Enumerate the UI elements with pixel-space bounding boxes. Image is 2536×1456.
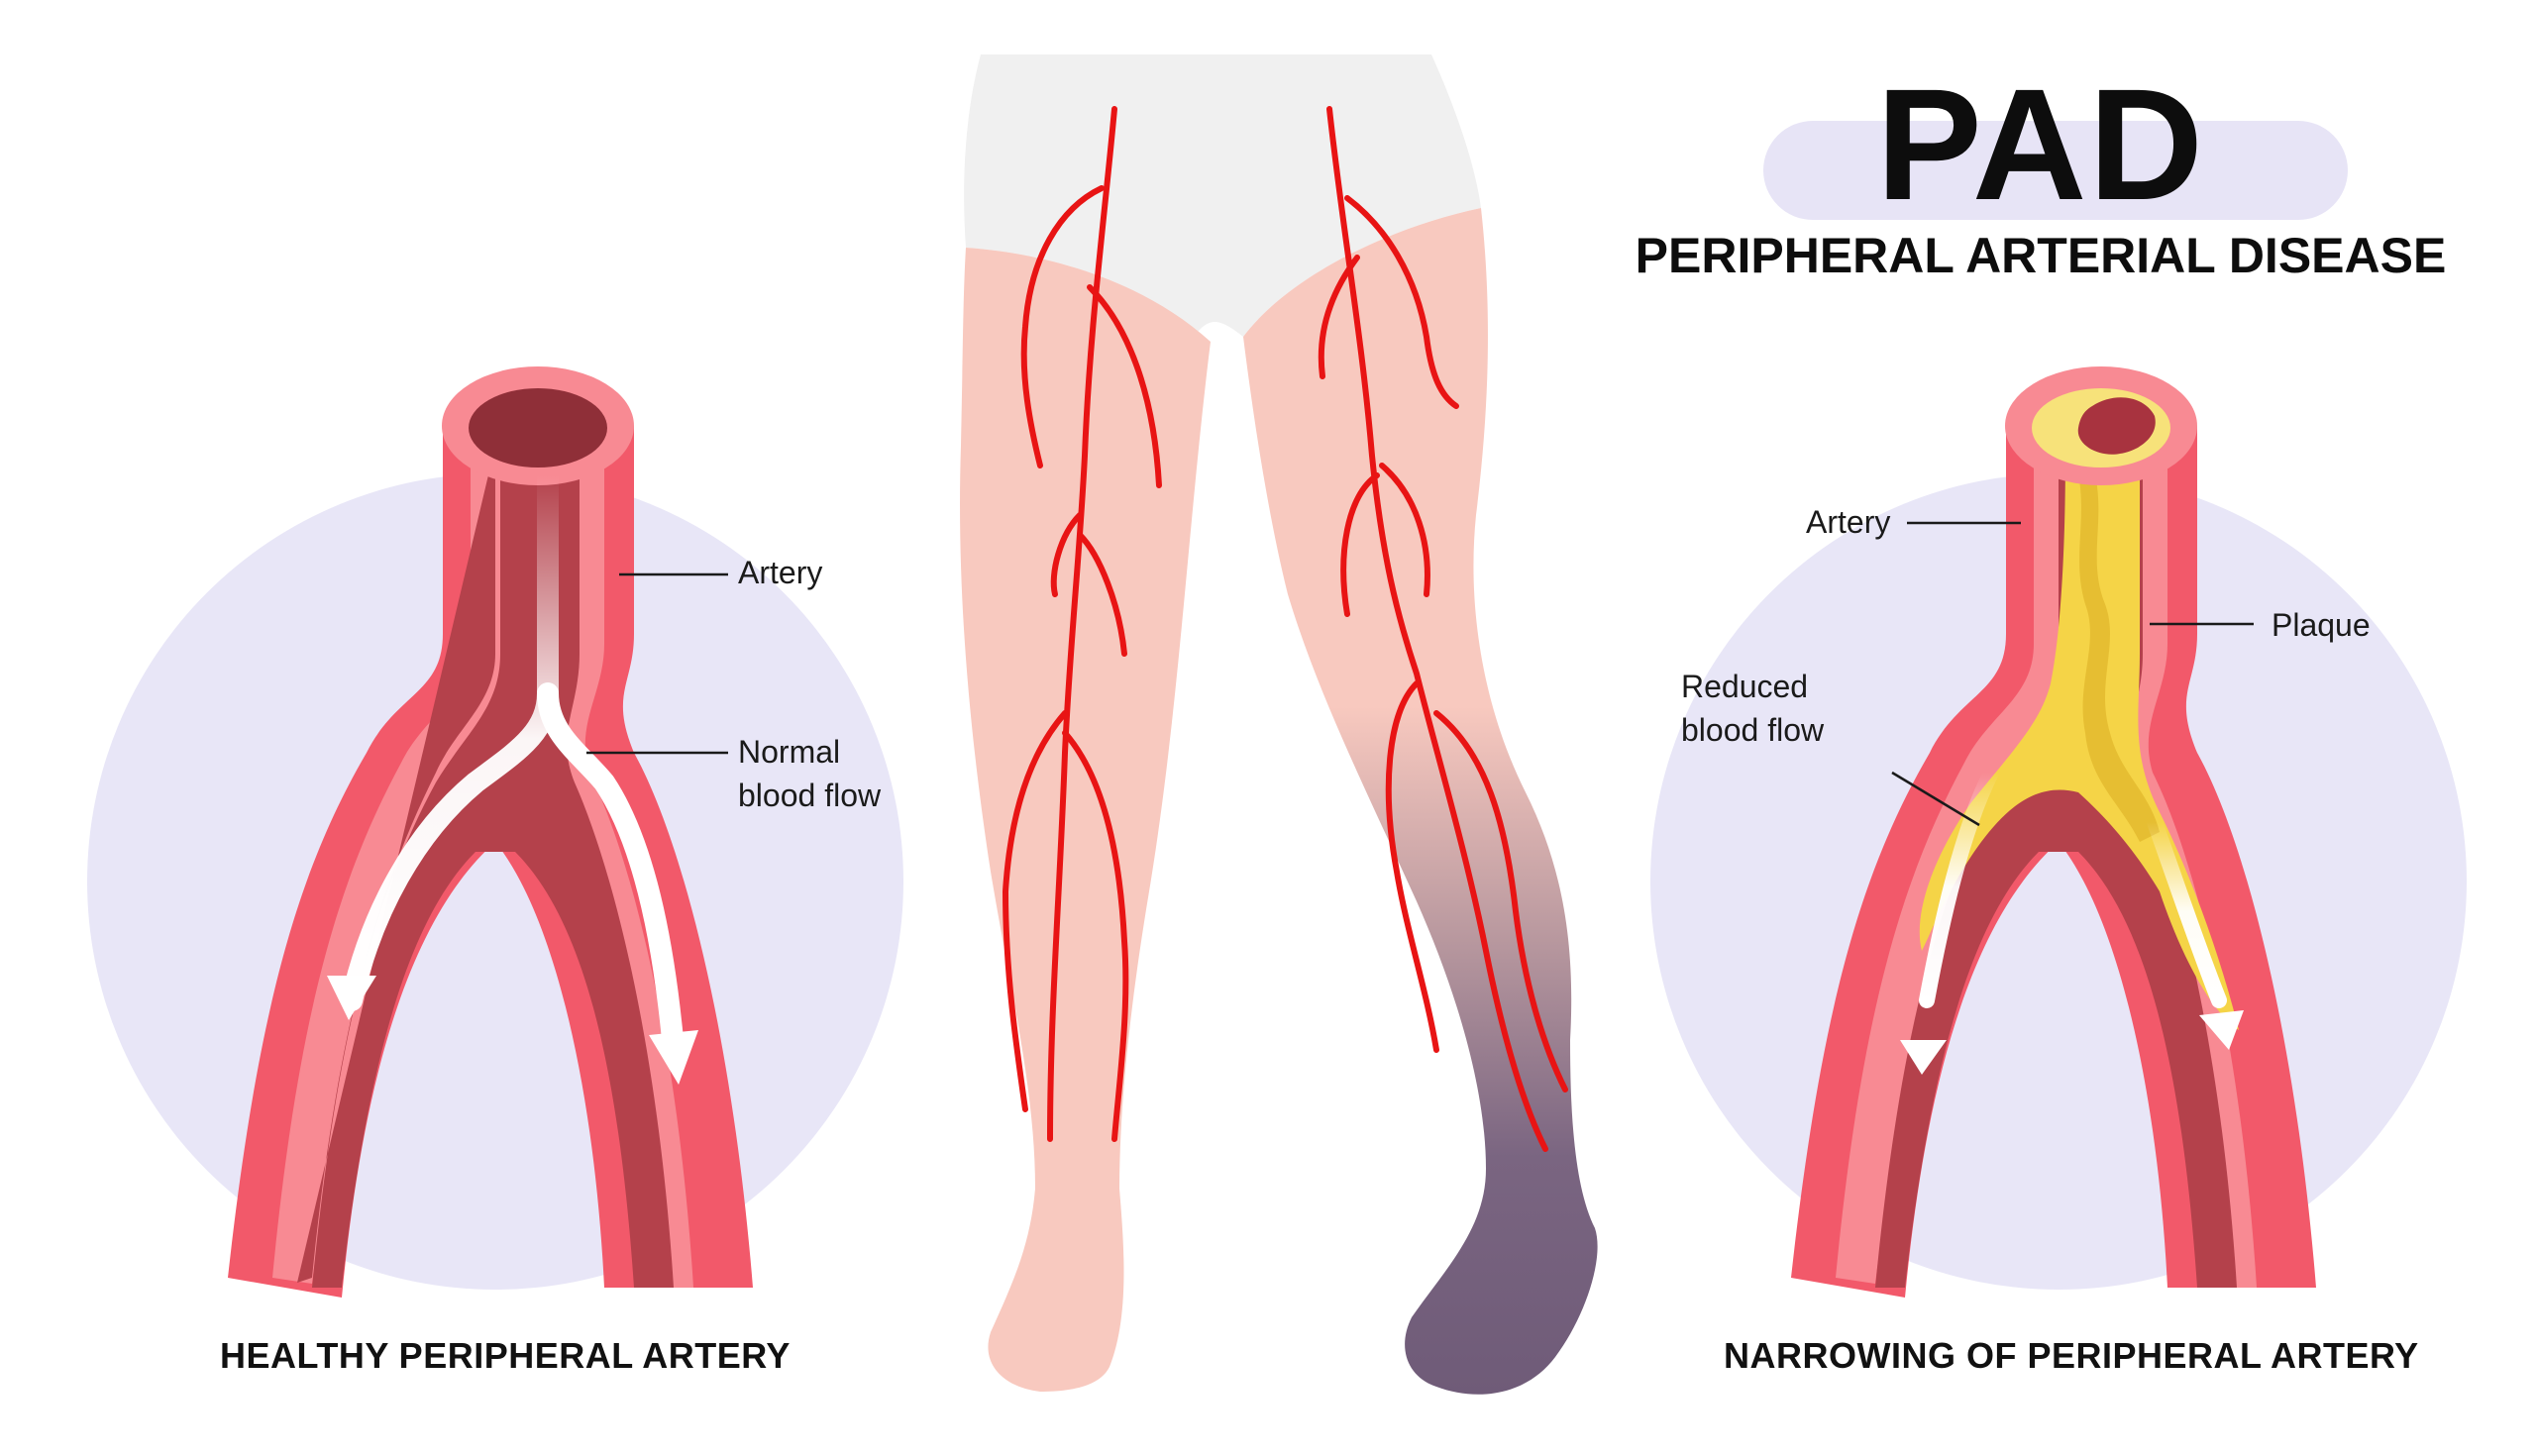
leader-line-flow [1891, 771, 1980, 827]
title-badge [1763, 121, 2348, 220]
vessels-right [1318, 106, 1568, 1152]
label-artery-narrowed: Artery [1806, 504, 1891, 540]
flow-arrow-icon [341, 465, 559, 1011]
flow-arrow-head-left [327, 976, 376, 1020]
flow-arrow-head-right [2199, 1010, 2244, 1050]
label-artery-healthy: Artery [738, 555, 823, 590]
label-flow-healthy-line2: blood flow [738, 778, 882, 813]
artery-opening [469, 388, 607, 468]
label-flow-healthy-line1: Normal [738, 734, 841, 770]
plaque-clot [2077, 397, 2156, 455]
healthy-artery-diagram [87, 366, 903, 1298]
page-title: PAD [1876, 55, 2205, 233]
flow-arrow-icon [1919, 765, 1999, 1008]
shorts [964, 54, 1481, 337]
artery-rim [1836, 436, 2257, 1288]
flow-arrow-icon [537, 682, 685, 1061]
vessels-left [1002, 106, 1162, 1142]
leg-left [960, 248, 1211, 1392]
artery-lumen [297, 446, 674, 1288]
flow-arrow-head-left [1900, 1040, 1947, 1075]
leg-right [1243, 208, 1598, 1395]
caption-healthy: HEALTHY PERIPHERAL ARTERY [220, 1335, 791, 1376]
label-plaque: Plaque [2272, 607, 2371, 643]
label-flow-narrowed-line2: blood flow [1681, 712, 1825, 748]
artery-rim [272, 436, 693, 1288]
flow-arrow-icon [2147, 814, 2227, 1008]
legs-illustration [960, 54, 1598, 1395]
page-subtitle: PERIPHERAL ARTERIAL DISEASE [1635, 228, 2447, 283]
label-flow-narrowed-line1: Reduced [1681, 669, 1809, 704]
caption-narrowed: NARROWING OF PERIPHERAL ARTERY [1724, 1335, 2419, 1376]
flow-arrow-head-right [649, 1030, 698, 1085]
narrowed-artery-diagram [1650, 366, 2467, 1298]
plaque-deposit [1919, 451, 2239, 1030]
plaque-deposit-dark [2075, 456, 2160, 842]
